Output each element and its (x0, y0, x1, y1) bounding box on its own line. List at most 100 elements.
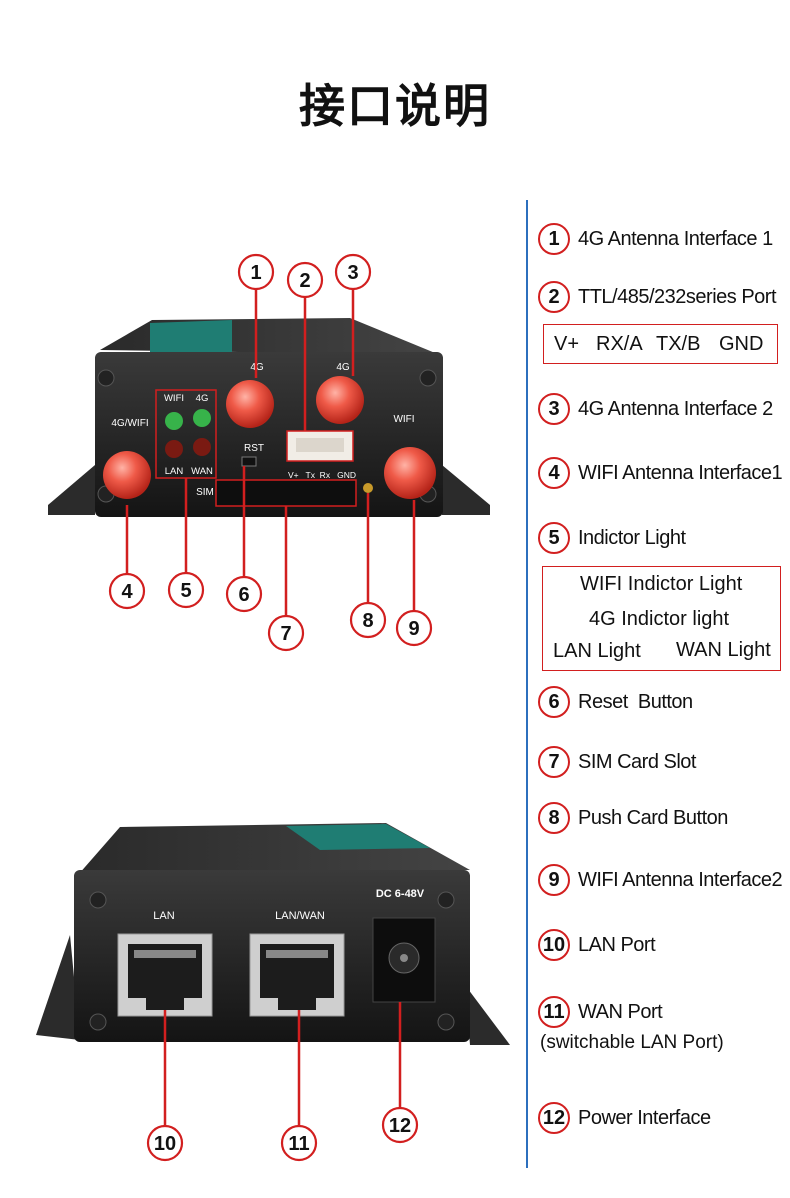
legend-number: 9 (538, 864, 570, 896)
legend-item-3: 3 4G Antenna Interface 2 (538, 393, 773, 425)
back-device: LAN LAN/WAN DC 6-48V (36, 823, 510, 1045)
back-top-surface (78, 823, 470, 875)
legend-label: Indictor Light (578, 526, 686, 549)
legend-item-10: 10 LAN Port (538, 929, 656, 961)
reset-button-icon (241, 456, 257, 467)
front-callouts: 1 2 3 4 5 6 7 8 9 (108, 253, 433, 652)
legend-label: Push Card Button (578, 806, 728, 829)
svg-text:11: 11 (288, 1133, 309, 1155)
legend-number: 1 (538, 223, 570, 255)
pin-rxa: RX/A (596, 333, 643, 355)
antenna-1-icon (226, 380, 274, 428)
svg-text:3: 3 (347, 262, 358, 284)
legend-item-8: 8 Push Card Button (538, 802, 728, 834)
legend-label: TTL/485/232series Port (578, 285, 777, 308)
front-device: 4G/WIFI WIFI 4G 4G WIFI 4G LAN WAN RST V… (48, 318, 490, 517)
screw-icon (437, 891, 455, 909)
legend-label: WIFI Antenna Interface2 (578, 868, 783, 891)
callout-3: 3 (334, 253, 372, 291)
legend-item-2: 2 TTL/485/232series Port (538, 281, 777, 313)
label-serial-pins: V+ Tx Rx GND (288, 470, 356, 480)
label-dc: DC 6-48V (376, 888, 425, 900)
label-sim: SIM (196, 487, 214, 498)
legend-item-6: 6 Reset Button (538, 686, 693, 718)
indicator-wifi: WIFI Indictor Light (580, 573, 743, 595)
led-4g-icon (193, 409, 211, 427)
callout-10: 10 (146, 1124, 184, 1162)
screw-icon (437, 1013, 455, 1031)
lan-port-icon (117, 933, 213, 1017)
label-led-4g: 4G (196, 393, 209, 404)
indicator-lights-box: WIFI Indictor Light 4G Indictor light LA… (542, 566, 781, 671)
svg-text:6: 6 (238, 584, 249, 606)
legend-number: 12 (538, 1102, 570, 1134)
wan-port-note: (switchable LAN Port) (540, 1032, 724, 1053)
callout-9: 9 (395, 609, 433, 647)
legend-number: 6 (538, 686, 570, 718)
led-lan-icon (165, 440, 183, 458)
svg-text:9: 9 (408, 618, 419, 640)
callout-11: 11 (280, 1124, 318, 1162)
serial-port-pins-icon (296, 438, 344, 452)
svg-text:10: 10 (154, 1133, 176, 1155)
pin-txb: TX/B (656, 333, 701, 355)
legend-item-5: 5 Indictor Light (538, 522, 686, 554)
screw-icon (419, 369, 437, 387)
legend-item-4: 4 WIFI Antenna Interface1 (538, 457, 783, 489)
label-4g-ant2: 4G (336, 362, 350, 373)
front-leader-lines (125, 290, 416, 616)
indicator-wan: WAN Light (676, 639, 771, 661)
legend-label: WAN Port (578, 1000, 663, 1023)
front-flange-right (442, 465, 490, 515)
wan-port-icon (249, 933, 345, 1017)
front-flange-left (48, 465, 95, 515)
legend-item-9: 9 WIFI Antenna Interface2 (538, 864, 783, 896)
divider-line (526, 200, 528, 1168)
callout-5: 5 (167, 571, 205, 609)
legend-item-1: 1 4G Antenna Interface 1 (538, 223, 773, 255)
callout-1: 1 (237, 253, 275, 291)
screw-icon (89, 891, 107, 909)
legend-number: 7 (538, 746, 570, 778)
svg-text:8: 8 (362, 610, 373, 632)
legend-number: 3 (538, 393, 570, 425)
svg-text:12: 12 (389, 1115, 411, 1137)
callout-8: 8 (349, 601, 387, 639)
label-led-lan: LAN (165, 466, 184, 477)
legend-label: LAN Port (578, 933, 656, 956)
page-title: 接口说明 (299, 79, 491, 133)
legend-item-12: 12 Power Interface (538, 1102, 711, 1134)
label-lan: LAN (153, 910, 174, 922)
back-label-sticker (286, 824, 430, 850)
sim-eject-button-icon (363, 483, 373, 493)
label-4g-wifi: 4G/WIFI (111, 418, 148, 429)
legend-number: 4 (538, 457, 570, 489)
sim-slot-icon (215, 479, 357, 507)
legend-item-7: 7 SIM Card Slot (538, 746, 696, 778)
svg-text:2: 2 (299, 270, 310, 292)
label-lanwan: LAN/WAN (275, 910, 325, 922)
label-led-wifi: WIFI (164, 393, 184, 404)
callout-2: 2 (286, 261, 324, 299)
callout-4: 4 (108, 572, 146, 610)
callout-7: 7 (267, 614, 305, 652)
svg-text:4: 4 (121, 581, 133, 603)
serial-pins-box: V+ RX/A TX/B GND (543, 324, 778, 364)
legend-label: WIFI Antenna Interface1 (578, 461, 783, 484)
legend-label: Power Interface (578, 1106, 711, 1129)
power-jack-icon (372, 917, 436, 1003)
screw-icon (89, 1013, 107, 1031)
back-callouts: 10 11 12 (146, 1106, 419, 1162)
indicator-lan: LAN Light (553, 640, 641, 662)
svg-text:7: 7 (280, 623, 291, 645)
legend-label: 4G Antenna Interface 2 (578, 397, 773, 420)
led-wan-icon (193, 438, 211, 456)
pin-gnd: GND (719, 333, 764, 355)
legend-number: 8 (538, 802, 570, 834)
legend-number: 10 (538, 929, 570, 961)
led-wifi-icon (165, 412, 183, 430)
pin-vplus: V+ (554, 333, 580, 355)
callout-6: 6 (225, 575, 263, 613)
back-leader-lines (163, 1002, 402, 1128)
antenna-9-icon (384, 447, 436, 499)
